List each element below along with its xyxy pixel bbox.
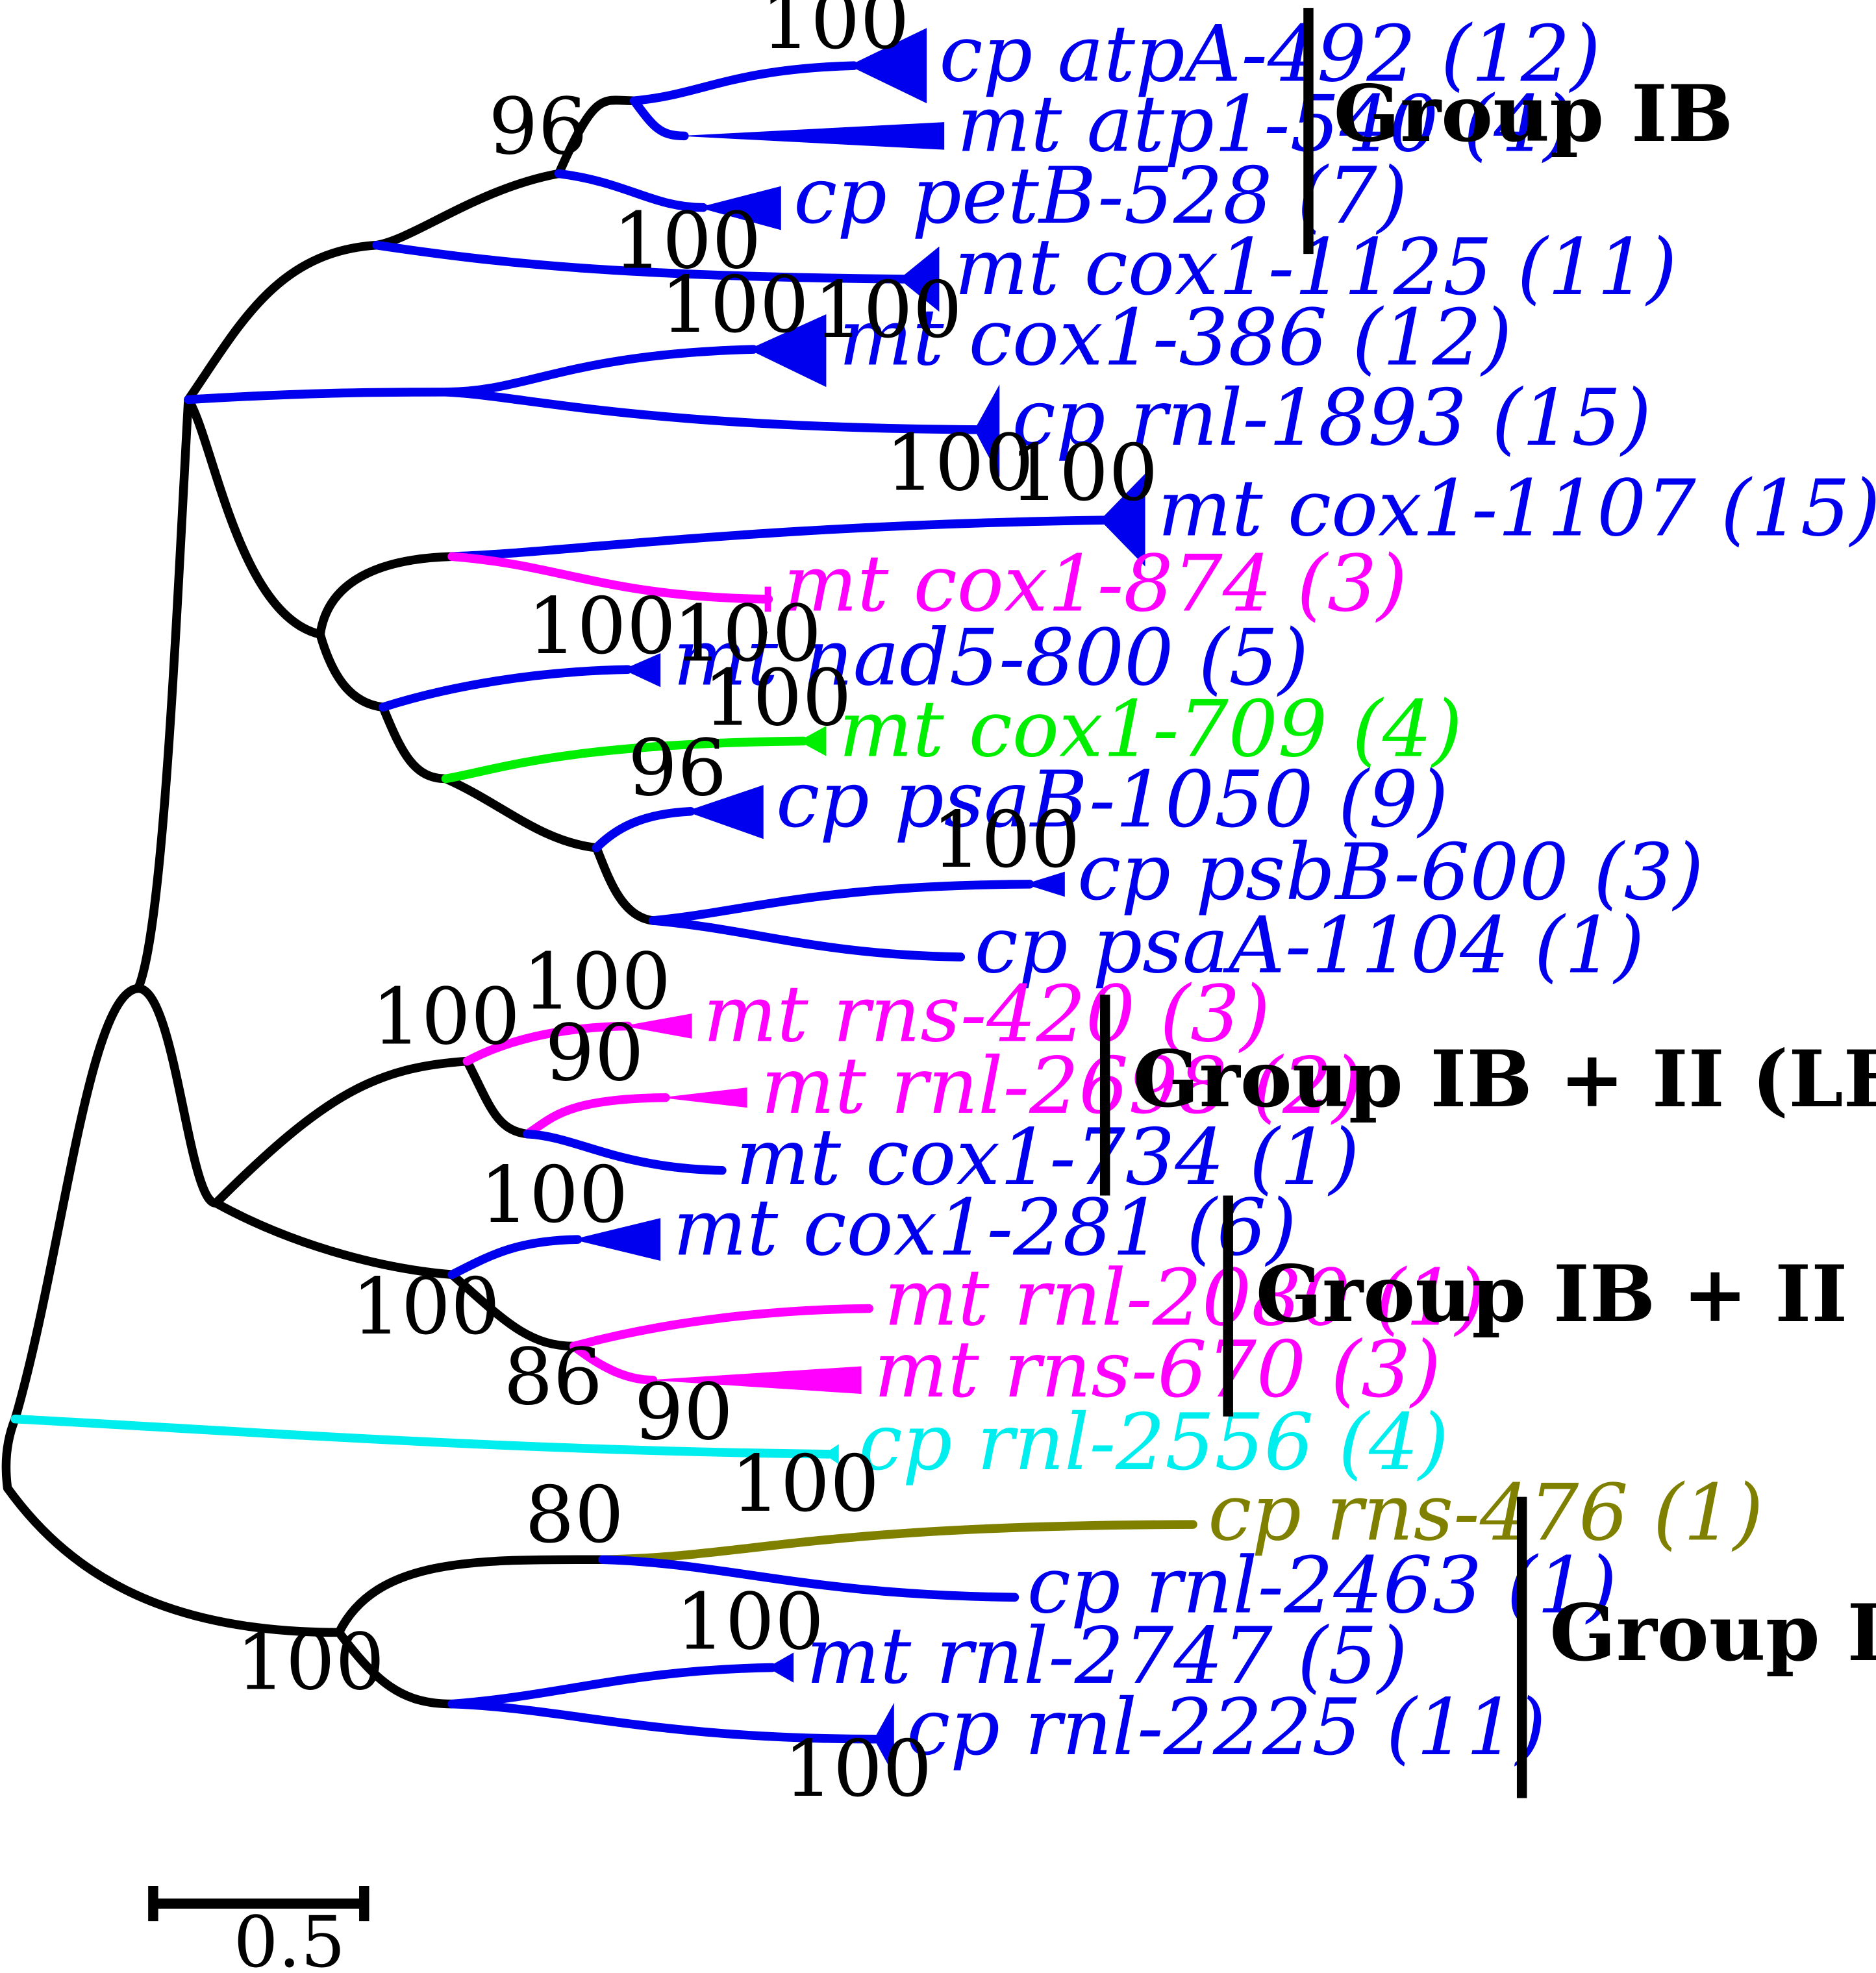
support-value: 100	[673, 589, 821, 680]
support-value: 100	[371, 972, 520, 1062]
tip-label-rnl-2698: mt rnl-2698 (2)	[761, 1041, 1362, 1132]
clade-triangle-cox1-281	[572, 1218, 661, 1261]
support-value: 90	[634, 1368, 734, 1458]
clade-tick-cox1-874	[764, 586, 771, 612]
tip-label-cox1-874: mt cox1-874 (3)	[784, 539, 1407, 629]
support-value: 100	[522, 937, 671, 1027]
support-value: 100	[660, 260, 809, 351]
backbone-branches	[1, 95, 658, 1709]
support-value: 86	[503, 1332, 603, 1422]
tip-label-rns-670: mt rns-670 (3)	[874, 1325, 1441, 1415]
support-value: 100	[731, 1439, 879, 1530]
tip-label-cox1-281: mt cox1-281 (6)	[673, 1183, 1296, 1273]
tip-label-rns-420: mt rns-420 (3)	[703, 970, 1270, 1060]
tip-label-cox1-1107: mt cox1-1107 (15)	[1158, 464, 1876, 554]
group-brackets: Group IB Group IB + II (LHE) Group IB + …	[1099, 8, 1876, 1798]
clade-triangle-rnl-2556	[823, 1444, 839, 1465]
tip-label-atpA-492: cp atpA-492 (12)	[939, 9, 1600, 99]
group-label: Group IB	[1334, 68, 1734, 160]
tip-label-cox1-1125: mt cox1-1125 (11)	[955, 223, 1677, 313]
support-value: 100	[932, 795, 1081, 886]
clade-triangle-rns-670	[647, 1366, 862, 1394]
tip-label-psbB-600: cp psbB-600 (3)	[1077, 828, 1704, 918]
tip-label-rns-476: cp rns-476 (1)	[1208, 1468, 1763, 1558]
clade-triangle-psbB-600	[1024, 871, 1065, 897]
clade-triangle-cox1-1125	[899, 246, 940, 312]
clade-triangle-rnl-2698	[660, 1087, 747, 1108]
clade-triangle-rnl-2225	[873, 1702, 894, 1776]
clade-triangle-cox1-386	[748, 314, 827, 388]
tip-label-rnl-2225: cp rnl-2225 (11)	[907, 1683, 1546, 1773]
group-label: Group IB + II (LHE)	[1132, 1034, 1876, 1125]
tip-label-nad5-800: mt nad5-800 (5)	[673, 613, 1308, 703]
support-value: 100	[675, 1578, 824, 1668]
group-label: Group IB + II (LHE)	[1256, 1248, 1876, 1340]
support-value: 80	[525, 1470, 624, 1561]
clade-triangle-rnl-1893	[974, 384, 1000, 478]
support-value: 100	[527, 582, 676, 672]
support-value: 100	[761, 0, 910, 67]
clade-triangle-atpA-492	[849, 28, 927, 104]
tip-label-rnl-2080: mt rnl-2080 (1)	[884, 1254, 1485, 1344]
support-value: 100	[613, 196, 762, 286]
group-label: Group IB + IA3	[1549, 1587, 1876, 1679]
tip-label-psaB-1050: cp psaB-1050 (9)	[776, 755, 1449, 845]
support-value: 100	[814, 266, 962, 356]
support-values: 100 96 100 100 100 100 100 100 100 100 9…	[236, 0, 1158, 1815]
clade-triangle-cox1-1107	[1099, 473, 1145, 567]
support-value: 100	[236, 1617, 385, 1707]
clade-triangle-rnl-2747	[767, 1652, 794, 1683]
tip-label-rnl-1893: cp rnl-1893 (15)	[1012, 373, 1652, 464]
support-value: 100	[480, 1150, 629, 1241]
support-value: 96	[488, 82, 588, 172]
support-value: 100	[703, 653, 852, 743]
tip-label-cox1-709: mt cox1-709 (4)	[839, 685, 1462, 775]
tip-label-psaA-1104: cp psaA-1104 (1)	[975, 900, 1645, 991]
support-value: 100	[885, 419, 1034, 509]
tip-label-atp1-540: mt atp1-540 (4)	[957, 80, 1574, 170]
support-value: 96	[628, 724, 727, 814]
tip-label-rnl-2556: cp rnl-2556 (4)	[859, 1398, 1449, 1488]
clade-triangle-petB-528	[698, 186, 781, 230]
clade-triangle-cox1-709	[798, 726, 827, 756]
tip-label-cox1-734: mt cox1-734 (1)	[736, 1113, 1359, 1203]
leaf-branches	[10, 61, 1197, 1744]
clade-triangle-psaB-1050	[685, 785, 764, 839]
clade-triangle-rns-420	[623, 1013, 692, 1039]
support-value: 100	[784, 1724, 932, 1815]
tip-label-cox1-386: mt cox1-386 (12)	[839, 293, 1512, 383]
support-value: 100	[351, 1262, 500, 1352]
clade-triangle-atp1-540	[678, 122, 945, 150]
support-value: 90	[545, 1009, 644, 1099]
scale-bar-label: 0.5	[234, 1901, 345, 1973]
scale-bar: 0.5	[148, 1886, 369, 1973]
support-value: 100	[1010, 428, 1158, 519]
collapsed-clades	[572, 28, 1145, 1776]
clade-triangle-nad5-800	[623, 653, 661, 688]
tip-label-rnl-2747: mt rnl-2747 (5)	[806, 1611, 1407, 1702]
